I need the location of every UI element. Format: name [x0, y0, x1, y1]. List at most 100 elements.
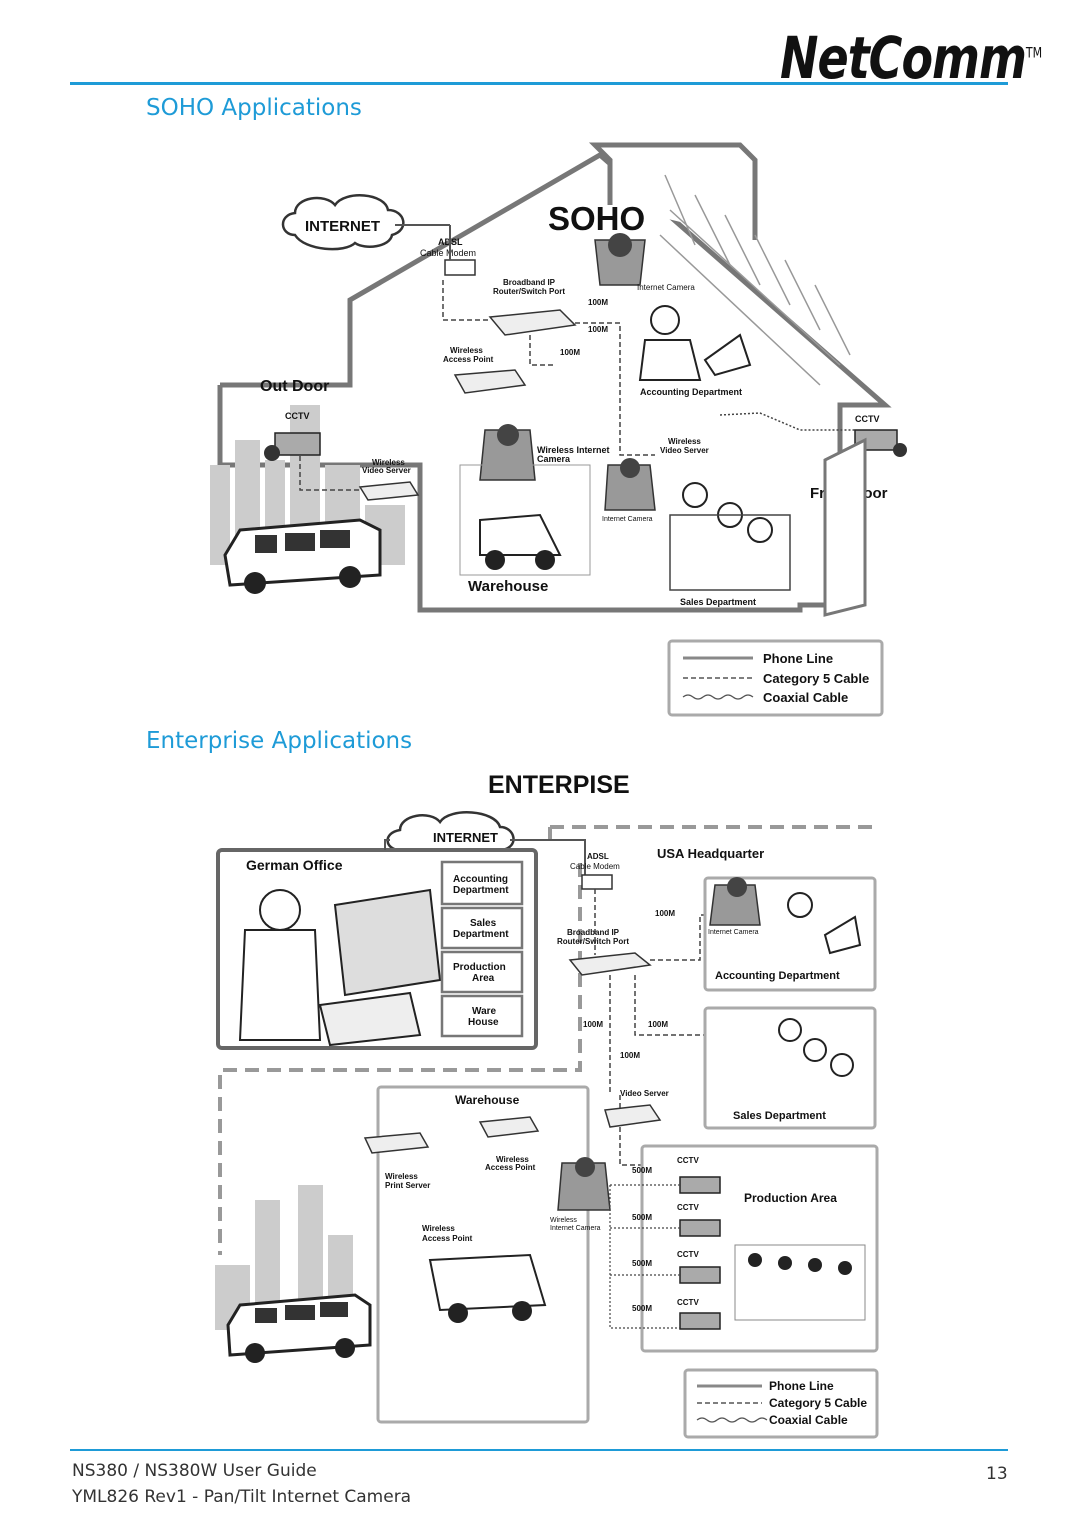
office-warehouse-2: House [468, 1017, 499, 1028]
wireless-cam-label: Wireless Internet [537, 445, 609, 455]
office-sales-2: Department [453, 929, 509, 940]
accounting-person [638, 305, 752, 381]
forklift-illustration [459, 464, 591, 576]
footer-model: YML826 Rev1 - Pan/Tilt Internet Camera [72, 1487, 412, 1507]
page-number: 13 [986, 1464, 1008, 1484]
chimney [588, 142, 758, 240]
legend-phone-line: Phone Line [763, 651, 833, 666]
internet-camera-2-icon [604, 458, 656, 511]
wireless-vs-label-2: Video Server [660, 446, 709, 455]
internet-camera-icon [594, 233, 646, 286]
office-production-2: Area [472, 973, 495, 984]
cctv-1: CCTV [677, 1156, 699, 1165]
ent-m100-b: 100M [583, 1020, 603, 1029]
enterprise-heading: ENTERPISE [488, 771, 630, 799]
ent-m100-a: 100M [655, 909, 675, 918]
m500-b: 500M [632, 1213, 652, 1222]
ent-video-server-icon [604, 1104, 662, 1128]
laptop-illustration [318, 888, 442, 1047]
cctv-right-label: CCTV [855, 414, 880, 424]
legend-cat5: Category 5 Cable [763, 671, 869, 686]
ent-m100-d: 100M [620, 1051, 640, 1060]
header-rule [70, 82, 1008, 85]
ent-cable-modem-label: Cable Modem [570, 862, 620, 871]
network-boundary [218, 825, 872, 1255]
ent-wcam-label-2: Internet Camera [550, 1225, 601, 1232]
office-accounting-1: Accounting [453, 874, 508, 885]
ent-internet-camera-label: Internet Camera [708, 929, 759, 936]
wireless-cam-label-2: Camera [537, 454, 571, 464]
soho-legend: Phone Line Category 5 Cable Coaxial Cabl… [667, 639, 884, 717]
ent-legend-coaxial: Coaxial Cable [769, 1413, 848, 1427]
logo-text: NetComm [780, 24, 1027, 92]
internet-camera-2-label: Internet Camera [602, 516, 653, 523]
soho-section-title: SOHO Applications [146, 95, 362, 121]
category5-cables [299, 280, 655, 491]
m100-b: 100M [588, 325, 608, 334]
office-accounting-2: Department [453, 885, 509, 896]
netcomm-logo: NetCommTM [780, 24, 1042, 92]
wireless-camera-icon [479, 424, 536, 481]
german-office-label: German Office [246, 857, 343, 873]
router-label-2: Router/Switch Port [493, 287, 565, 296]
out-vs-label: Wireless [372, 458, 405, 467]
ent-accounting-label: Accounting Department [715, 970, 840, 982]
production-area-box [640, 1144, 879, 1353]
ent-warehouse-label: Warehouse [455, 1093, 520, 1107]
m500-c: 500M [632, 1259, 652, 1268]
wireless-vs-label: Wireless [668, 437, 701, 446]
ent-router-label-2: Router/Switch Port [557, 937, 629, 946]
enterprise-section-title: Enterprise Applications [146, 728, 413, 754]
enterprise-diagram: ENTERPISE INTERNET German Office Account… [215, 771, 879, 1439]
m500-d: 500M [632, 1304, 652, 1313]
ent-legend-phone-line: Phone Line [769, 1379, 834, 1393]
ent-modem-icon [581, 874, 613, 890]
roof-shingles [659, 174, 851, 386]
cable-modem-label: Cable Modem [420, 248, 476, 258]
ent-wps-label: Wireless [385, 1172, 418, 1181]
ent-router-label: Broadband IP [567, 928, 620, 937]
ent-legend-cat5: Category 5 Cable [769, 1396, 867, 1410]
out-vs-label-2: Video Server [362, 466, 411, 475]
sales-people [669, 482, 791, 591]
trademark: TM [1025, 44, 1043, 62]
soho-internet-label: INTERNET [305, 218, 380, 235]
ent-van-illustration [226, 1293, 372, 1363]
ent-wap2-label: Wireless [422, 1224, 455, 1233]
cable-modem-icon [444, 259, 476, 276]
accounting-label: Accounting Department [640, 387, 742, 397]
office-production-1: Production [453, 962, 506, 973]
soho-heading: SOHO [548, 200, 645, 237]
cctv-left-icon [264, 432, 321, 461]
office-list: Accounting Department Sales Department P… [440, 860, 524, 1038]
ent-video-server-label: Video Server [620, 1089, 669, 1098]
internet-camera-label: Internet Camera [637, 283, 695, 292]
office-sales-1: Sales [470, 918, 497, 929]
m100-c: 100M [560, 348, 580, 357]
ent-cat5-cables [594, 889, 705, 1166]
coaxial-cable [719, 412, 855, 431]
soho-diagram: INTERNET SOHO ADSL Cable Modem Internet … [210, 142, 907, 717]
cctv-4: CCTV [677, 1298, 699, 1307]
front-door [823, 437, 867, 617]
wireless-ap-label-2: Access Point [443, 355, 494, 364]
cctv-2: CCTV [677, 1203, 699, 1212]
ent-wap2-label-2: Access Point [422, 1234, 473, 1243]
footer-guide: NS380 / NS380W User Guide [72, 1461, 317, 1481]
legend-coaxial: Coaxial Cable [763, 690, 848, 705]
ent-router-icon [568, 952, 652, 976]
usa-accounting-box [703, 876, 877, 992]
usa-sales-box [703, 1006, 877, 1130]
cctv-3: CCTV [677, 1250, 699, 1259]
m100-a: 100M [588, 298, 608, 307]
wireless-ap-icon [453, 369, 527, 394]
ent-wap-label-2: Access Point [485, 1163, 536, 1172]
usa-hq-label: USA Headquarter [657, 846, 764, 861]
out-door-label: Out Door [260, 378, 329, 395]
coax-to-cctv [609, 1184, 680, 1329]
cctv-left-label: CCTV [285, 411, 310, 421]
ent-wps-label-2: Print Server [385, 1181, 430, 1190]
phone-lines [384, 839, 586, 875]
router-label: Broadband IP [503, 278, 556, 287]
router-icon [488, 309, 577, 336]
